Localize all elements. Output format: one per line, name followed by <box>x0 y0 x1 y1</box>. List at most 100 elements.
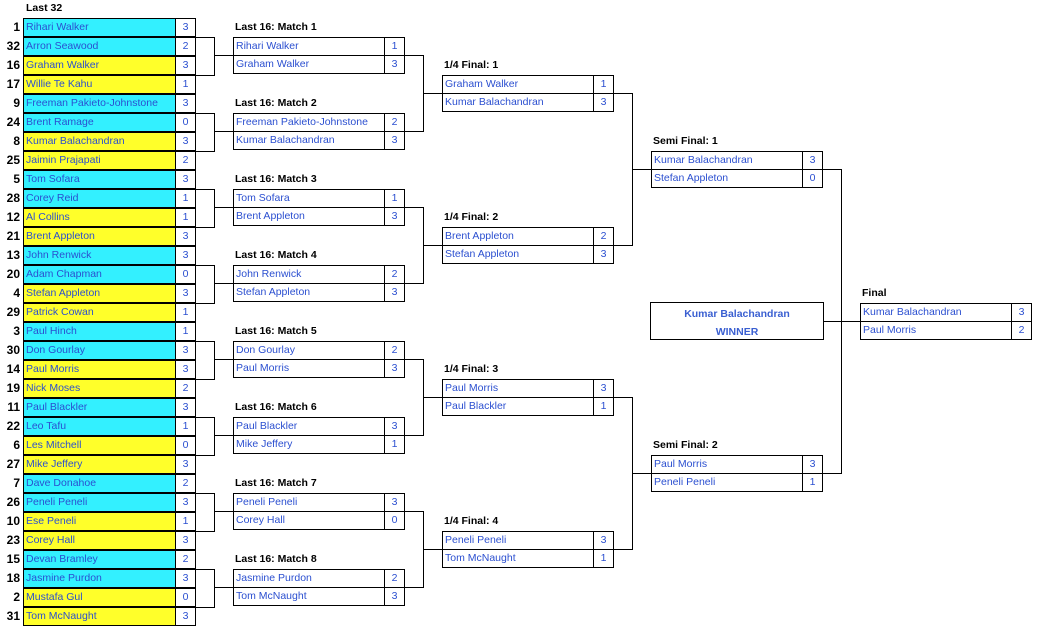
player-name-cell[interactable]: Les Mitchell <box>23 436 176 455</box>
player-name-cell[interactable]: Adam Chapman <box>23 265 176 284</box>
player-score-cell: 3 <box>175 56 196 75</box>
quarter-final-player2[interactable]: Kumar Balachandran <box>442 93 594 112</box>
player-name-cell[interactable]: Graham Walker <box>23 56 176 75</box>
player-name-cell[interactable]: Arron Seawood <box>23 37 176 56</box>
connector <box>214 587 233 588</box>
last16-match-score2: 0 <box>384 511 405 530</box>
player-name-cell[interactable]: Devan Bramley <box>23 550 176 569</box>
quarter-final-player2[interactable]: Paul Blackler <box>442 397 594 416</box>
player-name-cell[interactable]: Jasmine Purdon <box>23 569 176 588</box>
final-match-score2: 2 <box>1011 321 1032 340</box>
player-name-cell[interactable]: Don Gourlay <box>23 341 176 360</box>
player-name-cell[interactable]: Ese Peneli <box>23 512 176 531</box>
last16-match-score2: 3 <box>384 283 405 302</box>
last16-match-player1[interactable]: Tom Sofara <box>233 189 385 208</box>
player-score-cell: 3 <box>175 398 196 417</box>
seed-number: 13 <box>6 248 20 262</box>
player-name-cell[interactable]: Tom McNaught <box>23 607 176 626</box>
connector <box>405 131 423 132</box>
player-name-cell[interactable]: Willie Te Kahu <box>23 75 176 94</box>
player-name-cell[interactable]: John Renwick <box>23 246 176 265</box>
seed-number: 20 <box>6 267 20 281</box>
player-name-cell[interactable]: Corey Hall <box>23 531 176 550</box>
player-name-cell[interactable]: Leo Tafu <box>23 417 176 436</box>
last16-match-player1[interactable]: John Renwick <box>233 265 385 284</box>
connector <box>196 227 214 228</box>
connector <box>214 131 233 132</box>
last16-match-player2[interactable]: Paul Morris <box>233 359 385 378</box>
player-name-cell[interactable]: Paul Blackler <box>23 398 176 417</box>
quarter-final-score2: 3 <box>593 245 614 264</box>
last16-match-player1[interactable]: Rihari Walker <box>233 37 385 56</box>
last16-match-player1[interactable]: Don Gourlay <box>233 341 385 360</box>
player-name-cell[interactable]: Brent Appleton <box>23 227 176 246</box>
quarter-final-player2[interactable]: Stefan Appleton <box>442 245 594 264</box>
seed-number: 1 <box>13 20 20 34</box>
connector <box>196 607 214 608</box>
last16-match-player1[interactable]: Freeman Pakieto-Johnstone <box>233 113 385 132</box>
quarter-final-player1[interactable]: Graham Walker <box>442 75 594 94</box>
player-score-cell: 3 <box>175 531 196 550</box>
connector <box>196 341 214 342</box>
last16-match-score1: 1 <box>384 37 405 56</box>
player-score-cell: 3 <box>175 246 196 265</box>
last16-match-player2[interactable]: Mike Jeffery <box>233 435 385 454</box>
player-name-cell[interactable]: Stefan Appleton <box>23 284 176 303</box>
semi-final-player1[interactable]: Paul Morris <box>651 455 803 474</box>
seed-number: 7 <box>13 476 20 490</box>
player-name-cell[interactable]: Mike Jeffery <box>23 455 176 474</box>
player-name-cell[interactable]: Corey Reid <box>23 189 176 208</box>
player-name-cell[interactable]: Paul Morris <box>23 360 176 379</box>
player-name-cell[interactable]: Peneli Peneli <box>23 493 176 512</box>
player-name-cell[interactable]: Brent Ramage <box>23 113 176 132</box>
quarter-final-player1[interactable]: Paul Morris <box>442 379 594 398</box>
final-match-player2[interactable]: Paul Morris <box>860 321 1012 340</box>
last16-match-player2[interactable]: Brent Appleton <box>233 207 385 226</box>
semi-final-score1: 3 <box>802 455 823 474</box>
seed-number: 27 <box>6 457 20 471</box>
connector <box>214 207 233 208</box>
player-name-cell[interactable]: Mustafa Gul <box>23 588 176 607</box>
semi-final-player2[interactable]: Peneli Peneli <box>651 473 803 492</box>
connector <box>196 113 214 114</box>
player-score-cell: 3 <box>175 455 196 474</box>
seed-number: 16 <box>6 58 20 72</box>
seed-number: 26 <box>6 495 20 509</box>
connector <box>614 245 632 246</box>
player-score-cell: 0 <box>175 265 196 284</box>
connector <box>405 283 423 284</box>
connector <box>196 189 214 190</box>
last16-match-player2[interactable]: Tom McNaught <box>233 587 385 606</box>
connector <box>423 549 442 550</box>
quarter-final-player1[interactable]: Brent Appleton <box>442 227 594 246</box>
player-name-cell[interactable]: Al Collins <box>23 208 176 227</box>
last16-match-label: Last 16: Match 8 <box>235 553 317 565</box>
quarter-final-player2[interactable]: Tom McNaught <box>442 549 594 568</box>
last16-match-player1[interactable]: Jasmine Purdon <box>233 569 385 588</box>
player-name-cell[interactable]: Freeman Pakieto-Johnstone <box>23 94 176 113</box>
final-match-player1[interactable]: Kumar Balachandran <box>860 303 1012 322</box>
player-name-cell[interactable]: Rihari Walker <box>23 18 176 37</box>
connector <box>196 417 214 418</box>
quarter-final-player1[interactable]: Peneli Peneli <box>442 531 594 550</box>
player-name-cell[interactable]: Dave Donahoe <box>23 474 176 493</box>
last16-match-player1[interactable]: Peneli Peneli <box>233 493 385 512</box>
last16-match-label: Last 16: Match 2 <box>235 97 317 109</box>
player-name-cell[interactable]: Nick Moses <box>23 379 176 398</box>
connector <box>196 493 214 494</box>
player-name-cell[interactable]: Patrick Cowan <box>23 303 176 322</box>
semi-final-player2[interactable]: Stefan Appleton <box>651 169 803 188</box>
semi-final-player1[interactable]: Kumar Balachandran <box>651 151 803 170</box>
player-name-cell[interactable]: Tom Sofara <box>23 170 176 189</box>
player-name-cell[interactable]: Jaimin Prajapati <box>23 151 176 170</box>
last16-match-player2[interactable]: Kumar Balachandran <box>233 131 385 150</box>
seed-number: 30 <box>6 343 20 357</box>
player-name-cell[interactable]: Kumar Balachandran <box>23 132 176 151</box>
player-score-cell: 3 <box>175 569 196 588</box>
last16-match-player1[interactable]: Paul Blackler <box>233 417 385 436</box>
last16-match-player2[interactable]: Corey Hall <box>233 511 385 530</box>
player-name-cell[interactable]: Paul Hinch <box>23 322 176 341</box>
last16-match-player2[interactable]: Stefan Appleton <box>233 283 385 302</box>
last16-match-player2[interactable]: Graham Walker <box>233 55 385 74</box>
winner-box: Kumar Balachandran WINNER <box>650 302 824 340</box>
